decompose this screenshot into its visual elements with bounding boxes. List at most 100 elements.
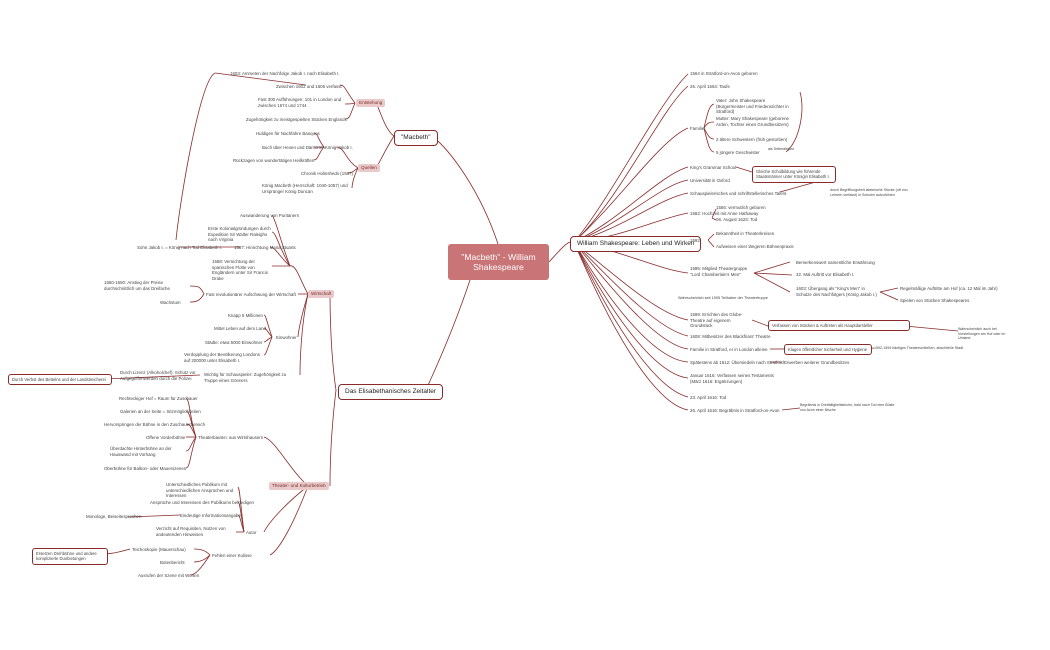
wirtschaft-item: 1587: Hinrichtung Maria Stuarts <box>234 245 296 250</box>
leben-item: 1582: Hochzeit mit Anne Hathaway <box>690 211 759 216</box>
wirtschaft-item: Einwohner <box>276 335 297 340</box>
bauten-item: Überdachte Hinterbühne an der Hauswand m… <box>110 446 172 457</box>
wirtschaft-item: Fast revolutionärer Aufschwung der Wirts… <box>206 292 296 297</box>
wirtschaft-item: Knapp 5 Millionen <box>228 313 263 318</box>
jakob-note: Sohn Jakob I. = König nach Tod Elisabeth… <box>137 245 222 250</box>
theater-bauten: Theaterbauten: aus Wirtshausern <box>198 435 264 440</box>
leben-item: Januar 1616: Verfassen seines Testaments… <box>690 373 774 384</box>
leben-item: Begräbnis in Dreifaltigkeitskirche, bald… <box>800 403 895 412</box>
leben-item: Spielen von Stücken Shakespeares <box>900 298 970 303</box>
kulisse-note: Ersetzen Drehbühne und andere komplizier… <box>36 551 97 562</box>
leben-item: 1595: Mitglied Theatergruppe "Lord Chamb… <box>690 266 748 277</box>
leben-item: Bekanntheit in Theaterkreisen <box>716 231 775 236</box>
leben-item: 5 jüngere Geschwister <box>716 150 760 155</box>
bauten-item: Oberbühne für Balkon- oder Mauerszenen <box>104 466 187 471</box>
entstehung-item: Zwischen 1602 und 1606 verfasst <box>276 84 342 89</box>
leben-item: 2 ältere Schwestern (früh gestorben) <box>716 137 788 142</box>
leben-item: Regelmäßige Auftritte am Hof (ca. 12 Mal… <box>900 286 998 291</box>
leben-item: 1592 <box>690 238 700 243</box>
leben-item: 23. April 1616: Tod <box>690 395 727 400</box>
bauten-item: Offene Vorderbühne <box>146 435 186 440</box>
wirtschaft-item: Städte: etwa 5000 Einwohner <box>205 340 263 345</box>
theater-autor: Autor <box>246 530 257 535</box>
entstehung-item: 1603: Ammeten der Nachfolge Jakob I. nac… <box>230 71 340 76</box>
leben-item: 1603: Übergang als "King's Men" in Schut… <box>796 286 877 297</box>
leben-item: Wahrscheinlich seit 1595 Teilhaber der T… <box>678 296 768 300</box>
leben-box: Verfassen von Stücken & Auftreten als Ha… <box>768 320 910 332</box>
leben-item: Familie in Stratford, er in London allei… <box>690 347 768 352</box>
bauten-item: Galerien an der Seite = Sitzmöglichkeite… <box>120 409 201 414</box>
leben-item: Spätestens ab 1612: Übersiedeln nach Str… <box>690 360 784 365</box>
leben-item: 32. Mal Auftritt vor Elisabeth I. <box>796 272 855 277</box>
branch-macbeth-label: "Macbeth" <box>401 134 431 141</box>
wirtschaft-item: Durch Lizenz (Alkoholchef): Schutz vor A… <box>120 370 196 381</box>
leben-item: Universität in Oxford <box>690 178 730 183</box>
wirtschaft-item: Erste Kolonialgründungen durch Expeditio… <box>208 226 271 243</box>
wirtschaft-item: Wachstum <box>160 300 181 305</box>
leben-item: 06. August 1623: Tod <box>716 217 758 222</box>
bauten-item: Rechteckiger Hof = Raum für Zuschauer <box>119 396 198 401</box>
leben-item: 1608: Mitbesitzer des Blackfriars' Theat… <box>690 334 771 339</box>
leben-item: Aufweisen einer längeren Bühnenpraxis <box>716 244 794 249</box>
ansage-note: Ausrufen der Szene mit Worten <box>138 573 200 578</box>
quellen-item: Huldigen für Nachfahre Banquos <box>256 131 320 136</box>
autor-item: Eindeutige Informationsangabe <box>180 513 241 518</box>
tag-entstehung[interactable]: Entstehung <box>356 99 386 107</box>
central-topic[interactable]: "Macbeth" - William Shakespeare <box>448 244 549 280</box>
tag-wirtschaft[interactable]: Wirtschaft <box>308 290 335 298</box>
bauten-item: Hervorspringen der Bühne in den Zuschaue… <box>104 422 206 427</box>
leben-item: 1599: Errichten des Globe-Theatre auf ei… <box>690 312 743 329</box>
leben-item: durch Begrifflungsheit lateinische Stück… <box>830 188 908 197</box>
kulisse-note-box: Ersetzen Drehbühne und andere komplizier… <box>32 548 108 565</box>
wirtschaft-note-box: Durch Verbot des Bettelns und der Landst… <box>8 374 112 386</box>
leben-box-text: Gleiche Schulbildung wie führende Staats… <box>756 169 830 180</box>
leben-box: Klagen öffentlicher Sicherheit und Hygie… <box>784 344 872 356</box>
leben-item: 1556: vermutlich geboren <box>716 205 766 210</box>
wirtschaft-item: Auswanderung von Puritanern <box>240 213 300 218</box>
kulisse-item: Teichoskopie (Mauerschau) <box>132 547 186 552</box>
branch-leben-label: William Shakespeare: Leben und Wirken <box>577 240 695 247</box>
theater-kulisse: Fehlen einer Kulisse <box>212 553 252 558</box>
leben-item: Mutter: Mary Shakespeare (geborene Arden… <box>716 116 789 127</box>
branch-zeitalter-label: Das Elisabethanisches Zeitalter <box>345 388 437 395</box>
autor-item: Unterschiedliches Publikum mit unterschi… <box>166 482 234 499</box>
quellen-item: Buch über Hexen und Dämonen <box>262 145 325 150</box>
leben-box-text: Verfassen von Stücken & Auftreten als Ha… <box>772 323 873 328</box>
leben-item: 1564 in Stratford-on-Avon geboren <box>690 71 758 76</box>
branch-zeitalter[interactable]: Das Elisabethanisches Zeitalter <box>338 384 444 400</box>
leben-item: Schauspielerisches und schriftstellerisc… <box>690 191 787 196</box>
central-topic-label: "Macbeth" - William Shakespeare <box>461 251 536 273</box>
autor-item: Ansprüche und Interessen des Publikums b… <box>150 500 254 505</box>
entstehung-item: Zugehörigkeit zu meistgespielten Stücken… <box>246 117 347 122</box>
tag-theater[interactable]: Theater- und Kulturbetrieb <box>269 482 329 490</box>
quellen-item: Rückzagen von wundertätigen Heilkräften <box>233 158 315 163</box>
entstehung-item: Fast 300 Aufführungen: 101 in London und… <box>258 97 342 108</box>
wirtschaft-item: Wichtig für Schauspieler: Zugehörigkeit … <box>204 372 287 383</box>
leben-item: 1592-1594 häufiges Theaterschließen, abs… <box>874 346 964 350</box>
quellen-item: Chronik Holinsheds (1587) <box>301 171 353 176</box>
leben-item: Wahrscheinlich auch bei Vorstellungen am… <box>958 327 1006 341</box>
monolog-note: Monologe, Beiseitesprechen <box>86 514 142 519</box>
quellen-item: König Macbeth (Herrschaft: 1040-1057) un… <box>262 183 348 194</box>
leben-item: 26. April 1564: Taufe <box>690 84 730 89</box>
wirtschaft-item: 1550-1650: Anstieg der Preise durchschni… <box>104 280 170 291</box>
branch-macbeth[interactable]: "Macbeth" <box>394 130 438 146</box>
wirtschaft-note: Durch Verbot des Bettelns und der Landst… <box>12 377 106 382</box>
autor-item: Verzicht auf Requisiten, Nutzen von ande… <box>156 526 226 537</box>
leben-item: Familie <box>690 126 705 131</box>
tag-quellen-label: Quellen <box>361 165 377 170</box>
leben-item: 26. April 1616: Begräbnis in Stratford-o… <box>690 408 780 413</box>
branch-leben[interactable]: William Shakespeare: Leben und Wirken <box>570 236 702 252</box>
leben-item: als Drittmältgbst <box>768 147 794 151</box>
kulisse-item: Botenbericht <box>160 560 185 565</box>
tag-entstehung-label: Entstehung <box>359 100 383 105</box>
wirtschaft-item: Verdopplung der Bevölkerung Londons auf … <box>184 352 260 363</box>
leben-item: King's Grammar School <box>690 165 737 170</box>
leben-box-text: Klagen öffentlicher Sicherheit und Hygie… <box>788 347 868 352</box>
leben-box: Gleiche Schulbildung wie führende Staats… <box>752 166 836 183</box>
tag-theater-label: Theater- und Kulturbetrieb <box>272 483 326 488</box>
leben-item: Erwerben weiterer Grundbesitzes <box>784 360 850 365</box>
wirtschaft-item: Mittel Leben auf dem Land <box>214 326 266 331</box>
tag-wirtschaft-label: Wirtschaft <box>311 291 332 296</box>
tag-quellen[interactable]: Quellen <box>358 164 380 172</box>
